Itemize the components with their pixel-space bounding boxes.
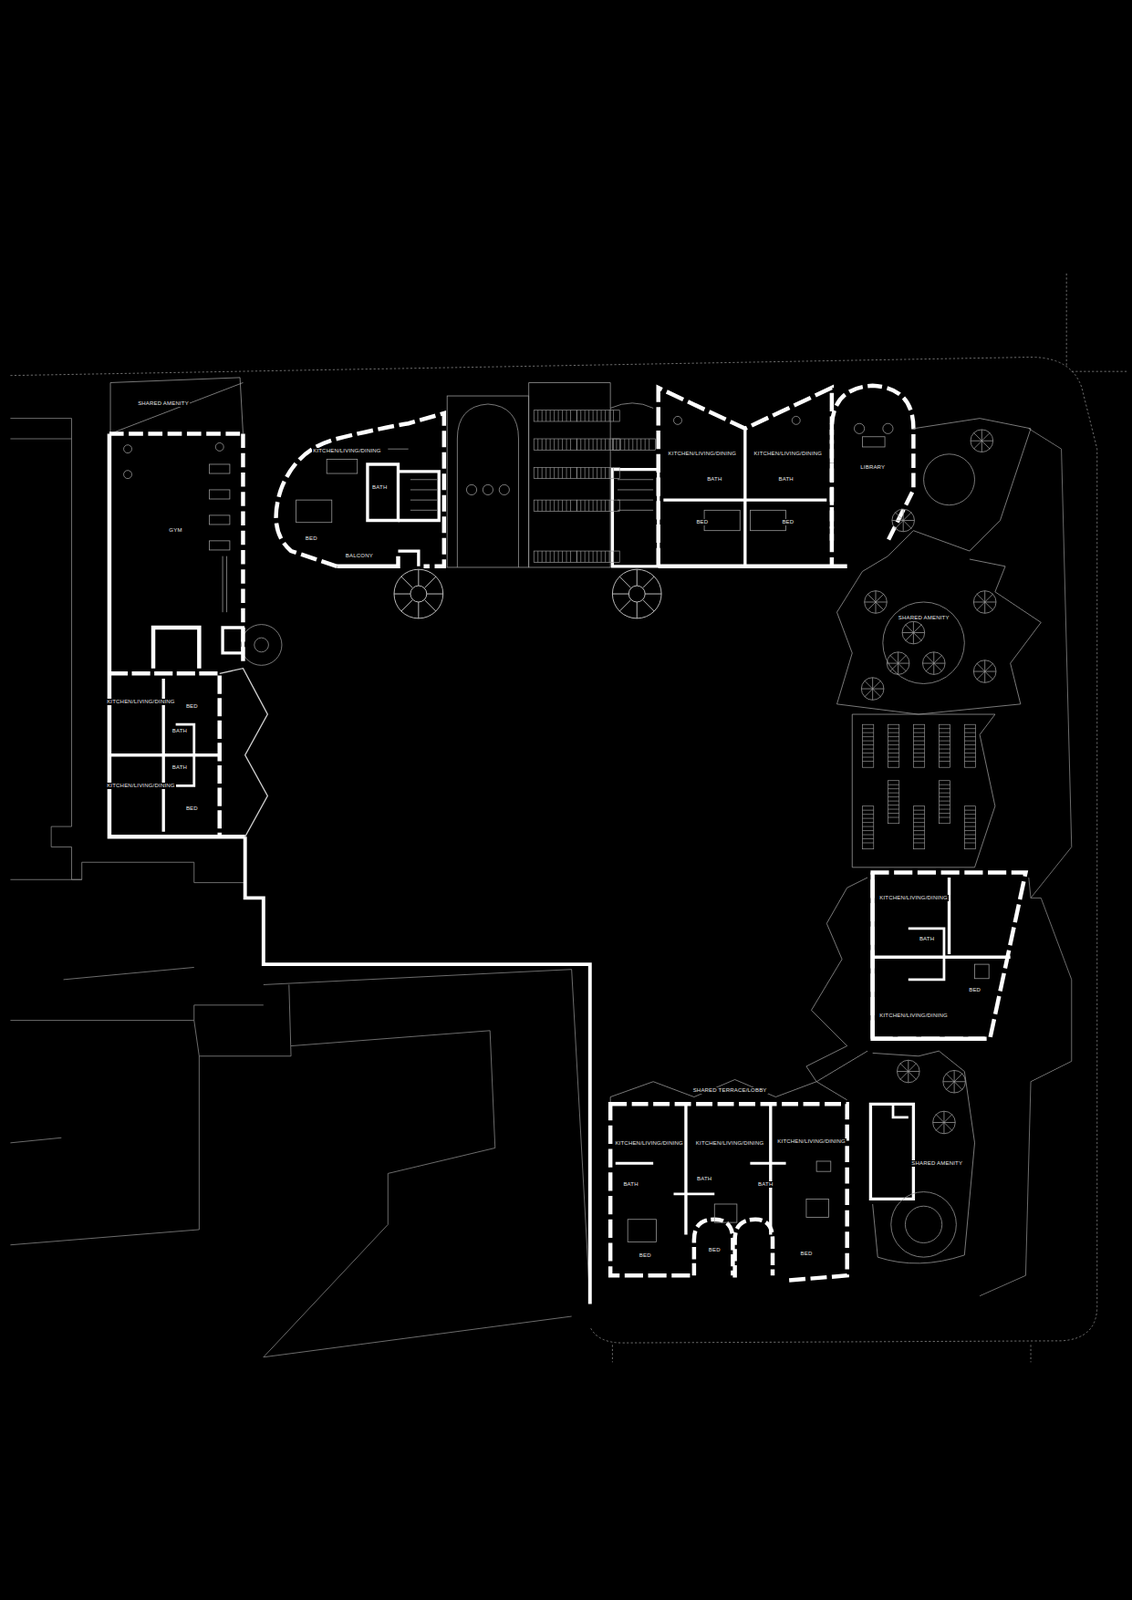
room-label: SHARED TERRACE/LOBBY bbox=[692, 1087, 769, 1094]
room-label: BATH bbox=[757, 1181, 774, 1188]
room-label: KITCHEN/LIVING/DINING bbox=[878, 894, 949, 902]
room-label: KITCHEN/LIVING/DINING bbox=[753, 450, 824, 457]
room-label: BATH bbox=[622, 1181, 639, 1188]
room-label: BED bbox=[304, 535, 319, 542]
room-label: BATH bbox=[918, 935, 935, 943]
room-label: BED bbox=[695, 519, 709, 526]
room-label: BED bbox=[780, 519, 795, 526]
room-label: LIBRARY bbox=[859, 464, 886, 471]
room-label: BED bbox=[967, 986, 982, 994]
room-label: BED bbox=[799, 1250, 814, 1257]
room-label: BED bbox=[707, 1246, 722, 1254]
room-label: KITCHEN/LIVING/DINING bbox=[105, 698, 177, 706]
room-label: KITCHEN/LIVING/DINING bbox=[776, 1138, 847, 1145]
room-label: KITCHEN/LIVING/DINING bbox=[667, 450, 738, 457]
room-label: GYM bbox=[167, 527, 183, 534]
room-label: BATH bbox=[777, 476, 794, 483]
room-label: BATH bbox=[706, 476, 723, 483]
room-label: BED bbox=[185, 805, 199, 812]
room-label: BALCONY bbox=[344, 552, 374, 560]
room-label: BATH bbox=[171, 764, 188, 771]
room-label: BED bbox=[185, 703, 199, 710]
room-label: KITCHEN/LIVING/DINING bbox=[105, 782, 177, 790]
room-label: BATH bbox=[371, 484, 388, 491]
room-label: KITCHEN/LIVING/DINING bbox=[613, 1140, 685, 1147]
room-label: BATH bbox=[695, 1175, 713, 1183]
room-label: SHARED AMENITY bbox=[136, 400, 190, 407]
room-label: SHARED AMENITY bbox=[897, 614, 951, 622]
room-label: BED bbox=[638, 1252, 653, 1259]
room-label: KITCHEN/LIVING/DINING bbox=[878, 1012, 949, 1019]
room-label: SHARED AMENITY bbox=[910, 1160, 964, 1167]
room-label: KITCHEN/LIVING/DINING bbox=[695, 1140, 766, 1147]
room-label: KITCHEN/LIVING/DINING bbox=[311, 447, 383, 455]
room-label: BATH bbox=[171, 727, 188, 735]
